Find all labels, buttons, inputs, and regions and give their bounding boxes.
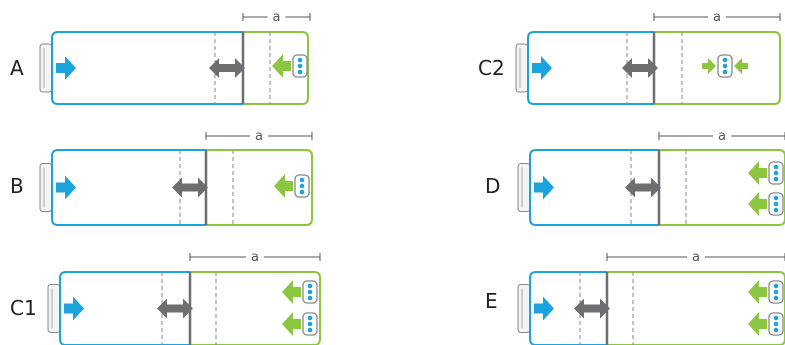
airflow-in-arrow-icon — [272, 54, 291, 78]
bidirectional-exchange-arrow-icon — [574, 298, 610, 319]
airflow-in-arrow-icon — [64, 296, 84, 321]
airflow-left-arrow-icon — [702, 58, 716, 74]
config-c2: C2 a — [478, 10, 781, 105]
dimension-label: a — [273, 10, 281, 25]
room-outline-green — [206, 149, 313, 226]
config-b: Ba — [10, 129, 313, 226]
bidirectional-exchange-arrow-icon — [157, 298, 193, 319]
config-a: Aa — [10, 10, 311, 105]
config-label: C2 — [478, 56, 505, 80]
handle-icon — [517, 284, 531, 333]
airflow-in-arrow-icon — [56, 56, 76, 80]
config-e: Ea — [485, 250, 785, 345]
handle-icon — [39, 163, 53, 212]
config-label: C1 — [10, 296, 37, 320]
bidirectional-exchange-arrow-icon — [209, 58, 245, 78]
room-outline-blue — [529, 149, 659, 226]
room-outline-green — [243, 31, 309, 105]
airflow-in-arrow-icon — [748, 192, 767, 216]
room-outline-blue — [51, 149, 206, 226]
config-label: A — [10, 56, 24, 80]
dimension-label: a — [255, 129, 263, 144]
bidirectional-exchange-arrow-icon — [172, 177, 208, 198]
bidirectional-exchange-arrow-icon — [622, 58, 658, 78]
airflow-in-arrow-icon — [748, 280, 767, 304]
config-label: B — [10, 174, 24, 198]
handle-icon — [47, 284, 61, 333]
airflow-right-arrow-icon — [734, 58, 748, 74]
airflow-in-arrow-icon — [274, 174, 293, 198]
dimension-label: a — [713, 10, 721, 25]
handle-icon — [517, 163, 531, 212]
airflow-in-arrow-icon — [532, 56, 552, 80]
airflow-in-arrow-icon — [282, 280, 301, 304]
config-c1: C1 a — [10, 250, 321, 345]
airflow-in-arrow-icon — [748, 161, 767, 185]
config-label: D — [485, 174, 500, 198]
airflow-in-arrow-icon — [534, 296, 554, 321]
room-outline-green — [190, 271, 321, 345]
airflow-in-arrow-icon — [748, 312, 767, 336]
config-label: E — [485, 289, 498, 313]
room-outline-green — [659, 149, 785, 226]
bidirectional-exchange-arrow-icon — [625, 177, 661, 198]
dimension-label: a — [692, 250, 700, 265]
dimension-label: a — [251, 250, 259, 265]
room-outline-green — [654, 31, 781, 105]
config-d: Da — [485, 129, 785, 226]
room-outline-blue — [51, 31, 243, 105]
airflow-in-arrow-icon — [56, 175, 76, 200]
dimension-label: a — [718, 129, 726, 144]
handle-icon — [515, 43, 529, 93]
airflow-in-arrow-icon — [282, 312, 301, 336]
handle-icon — [39, 43, 53, 93]
airflow-in-arrow-icon — [534, 175, 554, 200]
room-outline-blue — [527, 31, 654, 105]
